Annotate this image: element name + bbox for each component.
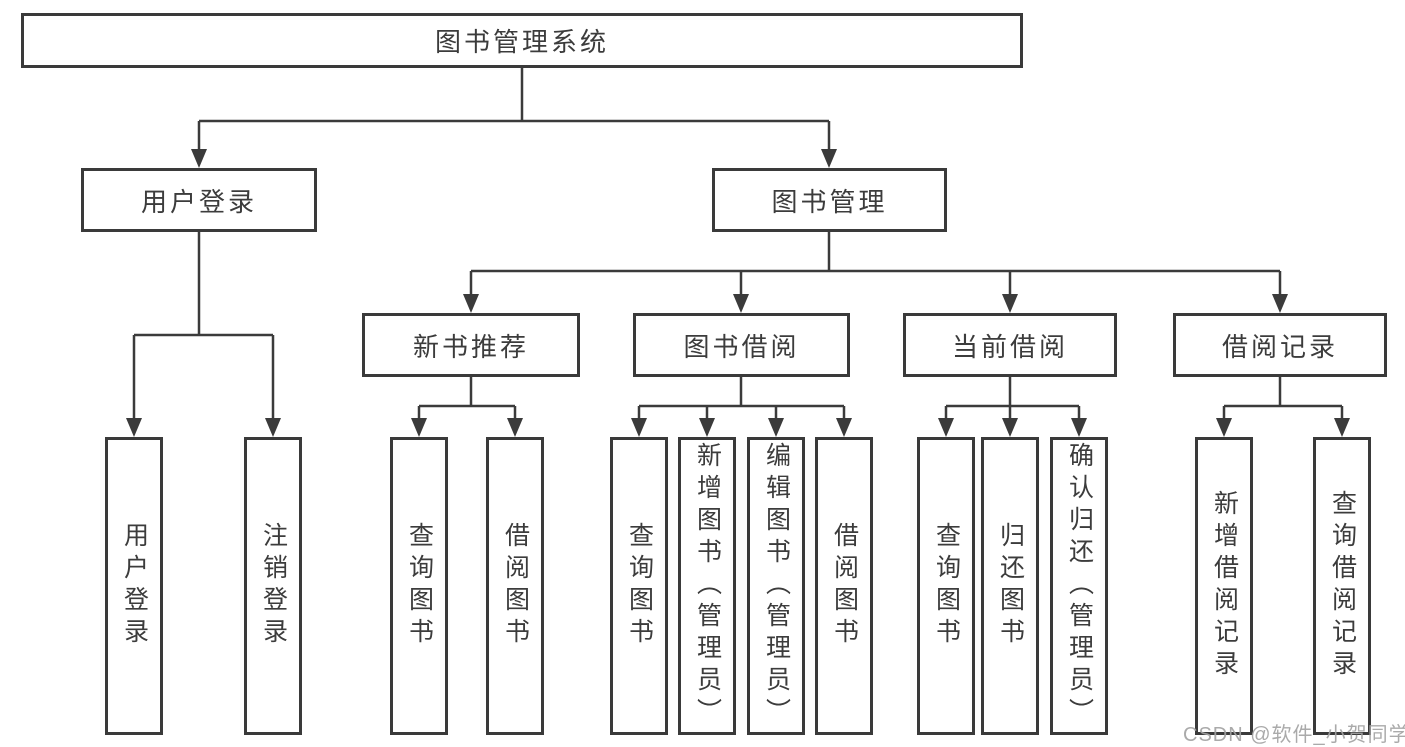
arrowhead [1216,418,1232,437]
node-root: 图书管理系统 [21,13,1023,68]
node-current-borrow: 当前借阅 [903,313,1117,377]
leaf-nb-borrow-book: 借阅图书 [486,437,544,735]
arrowhead [699,418,715,437]
connector-current-borrow-to-leaves [944,377,1081,421]
node-book-borrow: 图书借阅 [633,313,850,377]
arrowhead [821,149,837,168]
arrowhead [1002,294,1018,313]
leaf-bb-edit-book-admin: 编辑图书（管理员） [747,437,805,735]
connector-root-to-level2 [197,68,831,152]
arrowhead [836,418,852,437]
leaf-br-query-borrow-record: 查询借阅记录 [1313,437,1371,735]
arrowhead [631,418,647,437]
arrowhead [1071,418,1087,437]
connector-borrow-record-to-leaves [1222,377,1344,421]
leaf-bb-query-book: 查询图书 [610,437,668,735]
watermark: CSDN @软件_小贺同学 [1183,724,1405,746]
leaf-br-add-borrow-record: 新增借阅记录 [1195,437,1253,735]
leaf-bb-borrow-book: 借阅图书 [815,437,873,735]
leaf-cb-return-book: 归还图书 [981,437,1039,735]
arrowhead [1334,418,1350,437]
leaf-cb-confirm-return-admin: 确认归还（管理员） [1050,437,1108,735]
arrowhead [1272,294,1288,313]
arrowhead [463,294,479,313]
node-book-management: 图书管理 [712,168,947,232]
connector-new-book-to-leaves [417,377,517,421]
arrowhead [768,418,784,437]
arrowhead [126,418,142,437]
leaf-nb-query-book: 查询图书 [390,437,448,735]
node-user-login: 用户登录 [81,168,317,232]
leaf-logout: 注销登录 [244,437,302,735]
arrowhead [191,149,207,168]
leaf-cb-query-book: 查询图书 [917,437,975,735]
arrowhead [938,418,954,437]
node-borrow-record: 借阅记录 [1173,313,1387,377]
arrowhead [733,294,749,313]
node-new-book-recommend: 新书推荐 [362,313,580,377]
connector-book-mgmt-to-level3 [469,232,1282,297]
arrowhead [265,418,281,437]
arrowhead [507,418,523,437]
connector-book-borrow-to-leaves [637,377,846,421]
leaf-bb-add-book-admin: 新增图书（管理员） [678,437,736,735]
connector-user-login-to-leaves [132,232,275,421]
arrowhead [411,418,427,437]
arrowhead [1002,418,1018,437]
leaf-user-login: 用户登录 [105,437,163,735]
